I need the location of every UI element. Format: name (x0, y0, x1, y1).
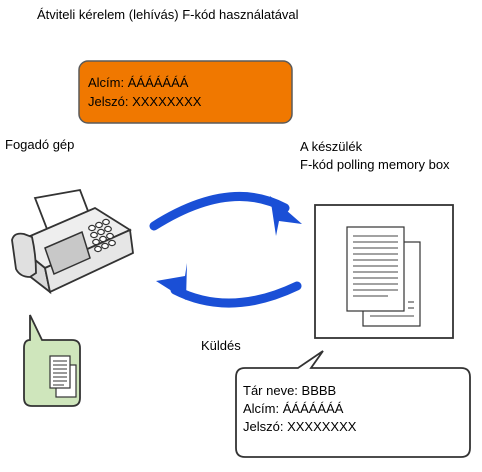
document-stack-icon (49, 355, 77, 398)
diagram-title: Átviteli kérelem (lehívás) F-kód használ… (37, 7, 299, 22)
info-subaddress: Alcím: ÁÁÁÁÁÁÁ (243, 401, 344, 416)
fax-machine-icon (11, 188, 134, 295)
request-subaddress: Alcím: ÁÁÁÁÁÁÁ (88, 75, 189, 90)
device-label-line2: F-kód polling memory box (300, 157, 450, 172)
curved-arrow-left-icon (156, 263, 302, 308)
curved-arrow-right-icon (149, 191, 302, 236)
info-password: Jelszó: XXXXXXXX (243, 419, 357, 434)
document-stack-icon (346, 226, 421, 327)
device-label-line1: A készülék (300, 139, 363, 154)
send-label: Küldés (201, 338, 241, 353)
request-box (78, 60, 293, 124)
receiver-label: Fogadó gép (5, 137, 75, 152)
info-box-name: Tár neve: BBBB (243, 383, 337, 398)
request-password: Jelszó: XXXXXXXX (88, 94, 202, 109)
info-callout (235, 350, 471, 458)
